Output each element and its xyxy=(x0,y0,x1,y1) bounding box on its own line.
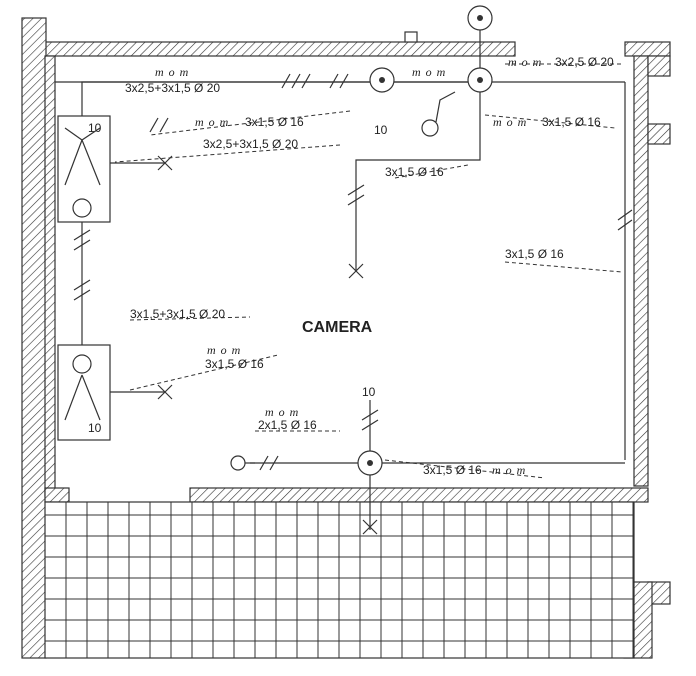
wall-right-stub-1 xyxy=(647,55,671,77)
junction-box-upper: 10 xyxy=(57,115,111,223)
ceiling-light-top-outer xyxy=(467,5,493,31)
ceiling-light-top-left: 10 xyxy=(369,67,395,137)
label-bottom-right: 3x1,5 Ø 16 xyxy=(423,463,482,477)
wall-right xyxy=(633,55,649,487)
label-left-lower: 3x1,5 Ø 16 xyxy=(205,357,264,371)
label-left-lower-main: 3x1,5+3x1,5 Ø 20 xyxy=(130,307,225,321)
label-top-right: 3x2,5 Ø 20 xyxy=(555,55,614,69)
wall-bottom-right xyxy=(189,487,649,503)
ceiling-light-bottom: 10 xyxy=(357,385,383,476)
label-right-upper: 3x1,5 Ø 16 xyxy=(542,115,601,129)
light-top-dim: 10 xyxy=(374,123,388,137)
label-left-mid: 3x1,5 Ø 16 xyxy=(245,115,304,129)
mark-bottom-right: m o m xyxy=(492,463,526,477)
wall-right-stub-2 xyxy=(647,123,671,145)
wall-left-inner xyxy=(44,55,56,497)
tiled-floor xyxy=(44,501,635,659)
wall-left-outer xyxy=(21,17,47,659)
wall-bottom-left xyxy=(44,487,70,503)
mark-left-lower: m o m xyxy=(207,343,241,357)
mark-top-left: m o m xyxy=(155,65,189,79)
cable-labels: m o m 3x2,5+3x1,5 Ø 20 m o m m o m 3x2,5… xyxy=(125,55,614,477)
socket-upper xyxy=(421,91,456,137)
light-bottom-dim: 10 xyxy=(362,385,376,399)
mark-bottom-left: m o m xyxy=(265,405,299,419)
mark-top-center: m o m xyxy=(412,65,446,79)
label-top-left-main: 3x2,5+3x1,5 Ø 20 xyxy=(125,81,220,95)
room-label: CAMERA xyxy=(302,319,373,336)
wall-notch xyxy=(404,31,418,43)
label-left-mid-2: 3x2,5+3x1,5 Ø 20 xyxy=(203,137,298,151)
ceiling-light-top-right xyxy=(467,67,493,93)
wall-top xyxy=(44,41,516,57)
mark-top-right: m o m xyxy=(508,55,542,69)
wire-center-drop xyxy=(355,82,481,272)
mark-left-mid: m o m xyxy=(195,115,229,129)
label-right-side: 3x1,5 Ø 16 xyxy=(505,247,564,261)
socket-bottom-left xyxy=(230,455,255,471)
wire-top xyxy=(81,81,480,116)
box-upper-label: 10 xyxy=(88,121,102,135)
junction-box-lower: 10 xyxy=(57,344,111,441)
box-lower-label: 10 xyxy=(88,421,102,435)
wall-top-right xyxy=(624,41,671,57)
cross-markers xyxy=(157,155,378,535)
conductor-ticks xyxy=(73,73,633,471)
label-bottom-left: 2x1,5 Ø 16 xyxy=(258,418,317,432)
wiring xyxy=(81,30,625,530)
mark-right-upper: m o m xyxy=(493,115,527,129)
label-center-drop: 3x1,5 Ø 16 xyxy=(385,165,444,179)
leader-lines xyxy=(114,63,623,479)
